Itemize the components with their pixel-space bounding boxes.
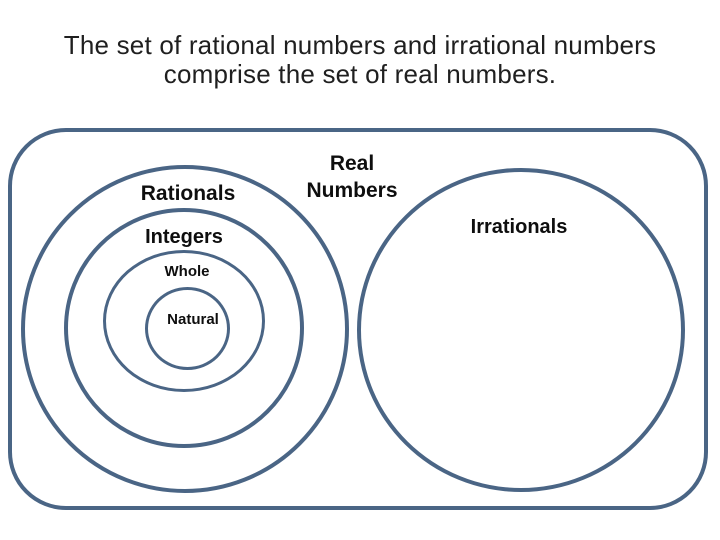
rationals-label: Rationals [140, 182, 236, 205]
slide-title-line-1: The set of rational numbers and irration… [63, 30, 657, 60]
real-numbers-frame [8, 128, 708, 510]
natural-label: Natural [167, 311, 219, 328]
real-numbers-label-line-1: Real [329, 152, 375, 175]
slide-title: The set of rational numbers and irration… [0, 31, 720, 89]
whole-label: Whole [164, 263, 210, 280]
real-numbers-label-line-2: Numbers [306, 179, 398, 202]
integers-circle [64, 208, 304, 448]
rationals-circle [21, 165, 349, 493]
natural-circle [145, 287, 230, 370]
slide-title-line-2: comprise the set of real numbers. [163, 59, 557, 89]
real-numbers-label: Real Numbers [292, 150, 412, 204]
irrationals-circle [357, 168, 685, 492]
whole-circle [103, 250, 265, 392]
integers-label: Integers [145, 226, 223, 248]
irrationals-label: Irrationals [470, 216, 568, 238]
